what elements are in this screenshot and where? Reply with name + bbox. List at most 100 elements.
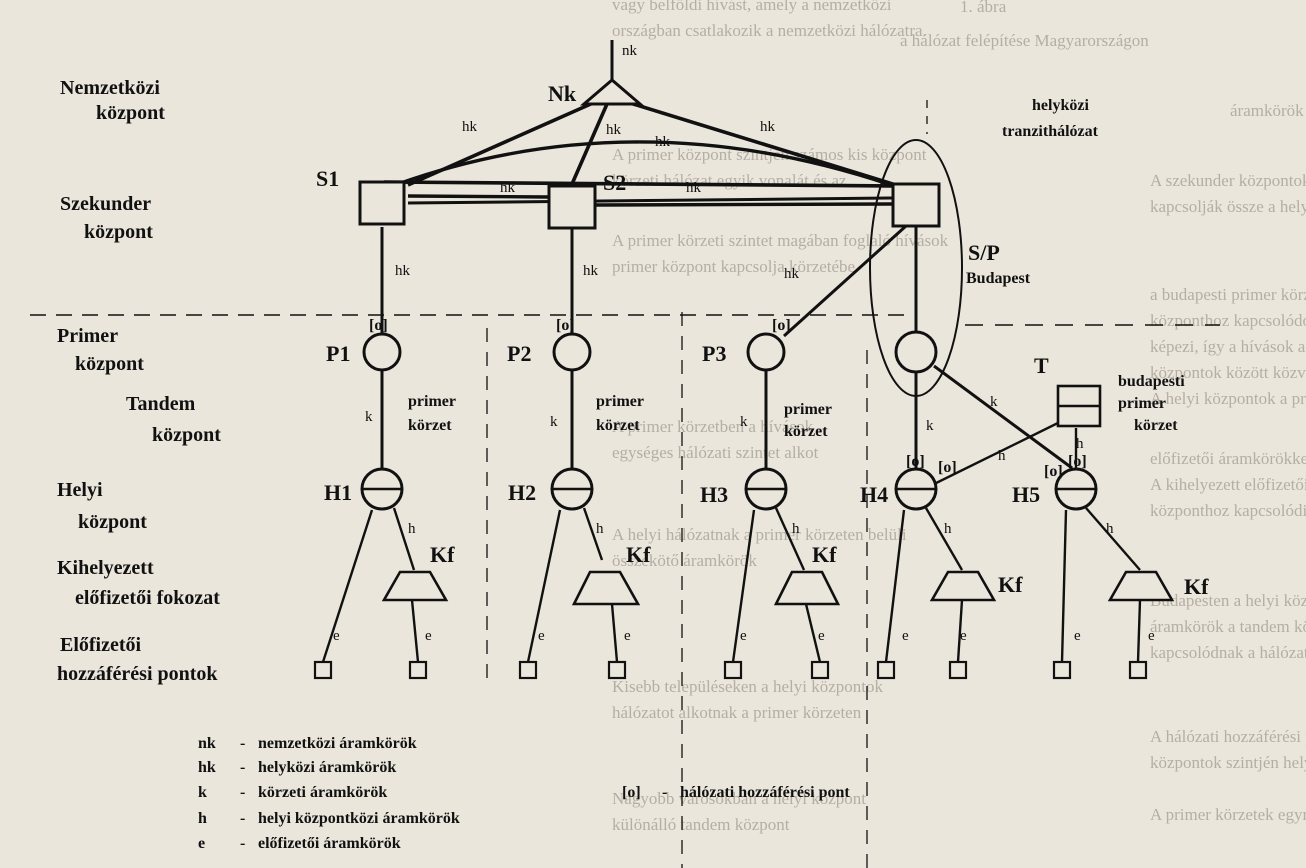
access-marker: [o] bbox=[369, 317, 388, 334]
level-local-line2: központ bbox=[78, 511, 147, 533]
kf5-remote-stage bbox=[1107, 570, 1175, 602]
link-h-h1-kf bbox=[392, 507, 416, 571]
node-label-kf: Kf bbox=[626, 542, 651, 567]
legend-text: nemzetközi áramkörök bbox=[258, 735, 417, 752]
bleed-right-line: kapcsolják össze a helyközi hálózatban, … bbox=[1150, 197, 1306, 216]
bleed-right-line: A szekunder központok a primer központok… bbox=[1150, 171, 1306, 190]
access-point-box bbox=[876, 660, 896, 680]
link-label-h: h bbox=[944, 521, 952, 537]
bleed-right-line: képezi, így a hívások a budapesti bbox=[1150, 337, 1306, 356]
access-marker: [o] bbox=[1044, 463, 1063, 480]
primary-area-label-line1: primer bbox=[784, 401, 832, 418]
bleed-right-line: Budapesten a helyi központok közötti bbox=[1150, 591, 1306, 610]
link-h-h2-kf bbox=[582, 507, 604, 561]
legend-dash: - bbox=[240, 784, 245, 801]
link-label-hk: hk bbox=[784, 266, 800, 282]
link-hk-s1-s2 bbox=[407, 194, 549, 199]
level-primary-line1: Primer bbox=[57, 325, 118, 347]
link-e-kf3-access bbox=[804, 603, 822, 663]
transit-label-line1: helyközi bbox=[1032, 97, 1089, 114]
link-label-h: h bbox=[998, 448, 1006, 464]
node-label-sp: S/P bbox=[968, 240, 1000, 265]
access-marker: [o] bbox=[556, 317, 575, 334]
node-label-h5: H5 bbox=[1012, 482, 1040, 507]
node-label-nk: Nk bbox=[548, 81, 577, 106]
sp-exchange-box bbox=[891, 182, 941, 228]
link-label-hk: hk bbox=[655, 134, 671, 150]
kf1-remote-stage bbox=[381, 570, 449, 602]
link-label-e: e bbox=[740, 628, 747, 644]
level-access-line1: Előfizetői bbox=[60, 634, 142, 656]
budapest-primary-circle bbox=[894, 330, 938, 374]
access-point-box bbox=[313, 660, 333, 680]
link-label-hk: hk bbox=[500, 180, 516, 196]
legend-text: helyközi áramkörök bbox=[258, 759, 396, 776]
link-hk-s1-sp-upper bbox=[383, 180, 897, 188]
link-e-h2-access bbox=[526, 509, 562, 663]
link-hk-s1-sp-lower bbox=[407, 196, 893, 205]
link-label-h: h bbox=[1106, 521, 1114, 537]
node-label-kf: Kf bbox=[812, 542, 837, 567]
node-label-p3: P3 bbox=[702, 341, 726, 366]
budapest-area-label-line3: körzet bbox=[1134, 417, 1178, 434]
bleed-right-line: A primer körzetek egymáshoz bbox=[1150, 805, 1306, 824]
bleed-left-line: összekötő áramkörök bbox=[612, 551, 757, 570]
link-label-h: h bbox=[792, 521, 800, 537]
link-e-h5-access bbox=[1060, 509, 1068, 663]
level-national-line2: központ bbox=[96, 102, 165, 124]
link-e-kf4-access bbox=[956, 599, 964, 663]
legend-dash: - bbox=[240, 835, 245, 852]
legend-code: hk bbox=[198, 759, 216, 776]
legend-dash: - bbox=[240, 759, 245, 776]
bleed-left-line: országban csatlakozik a nemzetközi hálóz… bbox=[612, 21, 927, 40]
legend-text: körzeti áramkörök bbox=[258, 784, 387, 801]
bleed-right-line: központhoz kapcsolódó tranzithálózat rés… bbox=[1150, 311, 1306, 330]
link-label-k: k bbox=[550, 414, 558, 430]
bleed-right-line: A kihelyezett előfizetői fokozat a helyi bbox=[1150, 475, 1306, 494]
access-point-box bbox=[1052, 660, 1072, 680]
bleed-left-line: vagy belföldi hívást, amely a nemzetközi bbox=[612, 0, 892, 14]
node-label-kf: Kf bbox=[998, 572, 1023, 597]
link-label-hk: hk bbox=[760, 119, 776, 135]
p1-exchange-circle bbox=[362, 332, 402, 372]
bleed-left-line: A primer körzetben a hívások bbox=[612, 417, 814, 436]
access-marker: [o] bbox=[1068, 453, 1087, 470]
legend-text: előfizetői áramkörök bbox=[258, 835, 401, 852]
link-h-h4-kf bbox=[924, 507, 964, 571]
node-label-s2: S2 bbox=[603, 170, 626, 195]
p3-exchange-circle bbox=[746, 332, 786, 372]
access-point-box bbox=[408, 660, 428, 680]
link-label-e: e bbox=[960, 628, 967, 644]
link-h-h3-kf bbox=[774, 507, 806, 571]
access-legend-symbol: [o] bbox=[622, 784, 641, 801]
node-label-t: T bbox=[1034, 353, 1049, 378]
budapest-area-label-line2: primer bbox=[1118, 395, 1166, 412]
node-label-p2: P2 bbox=[507, 341, 531, 366]
node-label-kf: Kf bbox=[1184, 574, 1209, 599]
bleed-left-line: különálló tandem központ bbox=[612, 815, 790, 834]
access-point-box bbox=[723, 660, 743, 680]
level-secondary-line2: központ bbox=[84, 221, 153, 243]
link-label-hk: hk bbox=[686, 180, 702, 196]
bleed-right-line: kapcsolódnak a hálózathoz bbox=[1150, 643, 1306, 662]
kf2-remote-stage bbox=[571, 570, 641, 606]
p2-exchange-circle bbox=[552, 332, 592, 372]
bleed-left-line: egységes hálózati szintet alkot bbox=[612, 443, 819, 462]
bleed-left-line: A helyi hálózatnak a primer körzeten bel… bbox=[612, 525, 907, 544]
node-label-p1: P1 bbox=[326, 341, 350, 366]
bleed-right-line: áramkörök bbox=[1230, 101, 1304, 120]
level-remote-line1: Kihelyezett bbox=[57, 557, 154, 579]
bleed-right-line: 1. ábra bbox=[960, 0, 1007, 16]
link-label-e: e bbox=[624, 628, 631, 644]
node-label-h2: H2 bbox=[508, 480, 536, 505]
bleed-left-line: körzeti hálózat egyik vonalát és az bbox=[612, 171, 847, 190]
bleed-right-line: központhoz kapcsolódik a körzeten belül bbox=[1150, 501, 1306, 520]
bleed-right-line: központok között közvetlenül haladnak bbox=[1150, 363, 1306, 382]
legend-code: e bbox=[198, 835, 205, 852]
bleed-left-line: Kisebb településeken a helyi központok bbox=[612, 677, 883, 696]
circuit-legend: nk - nemzetközi áramkörök hk - helyközi … bbox=[198, 735, 460, 852]
link-label-k: k bbox=[926, 418, 934, 434]
access-point-box bbox=[948, 660, 968, 680]
